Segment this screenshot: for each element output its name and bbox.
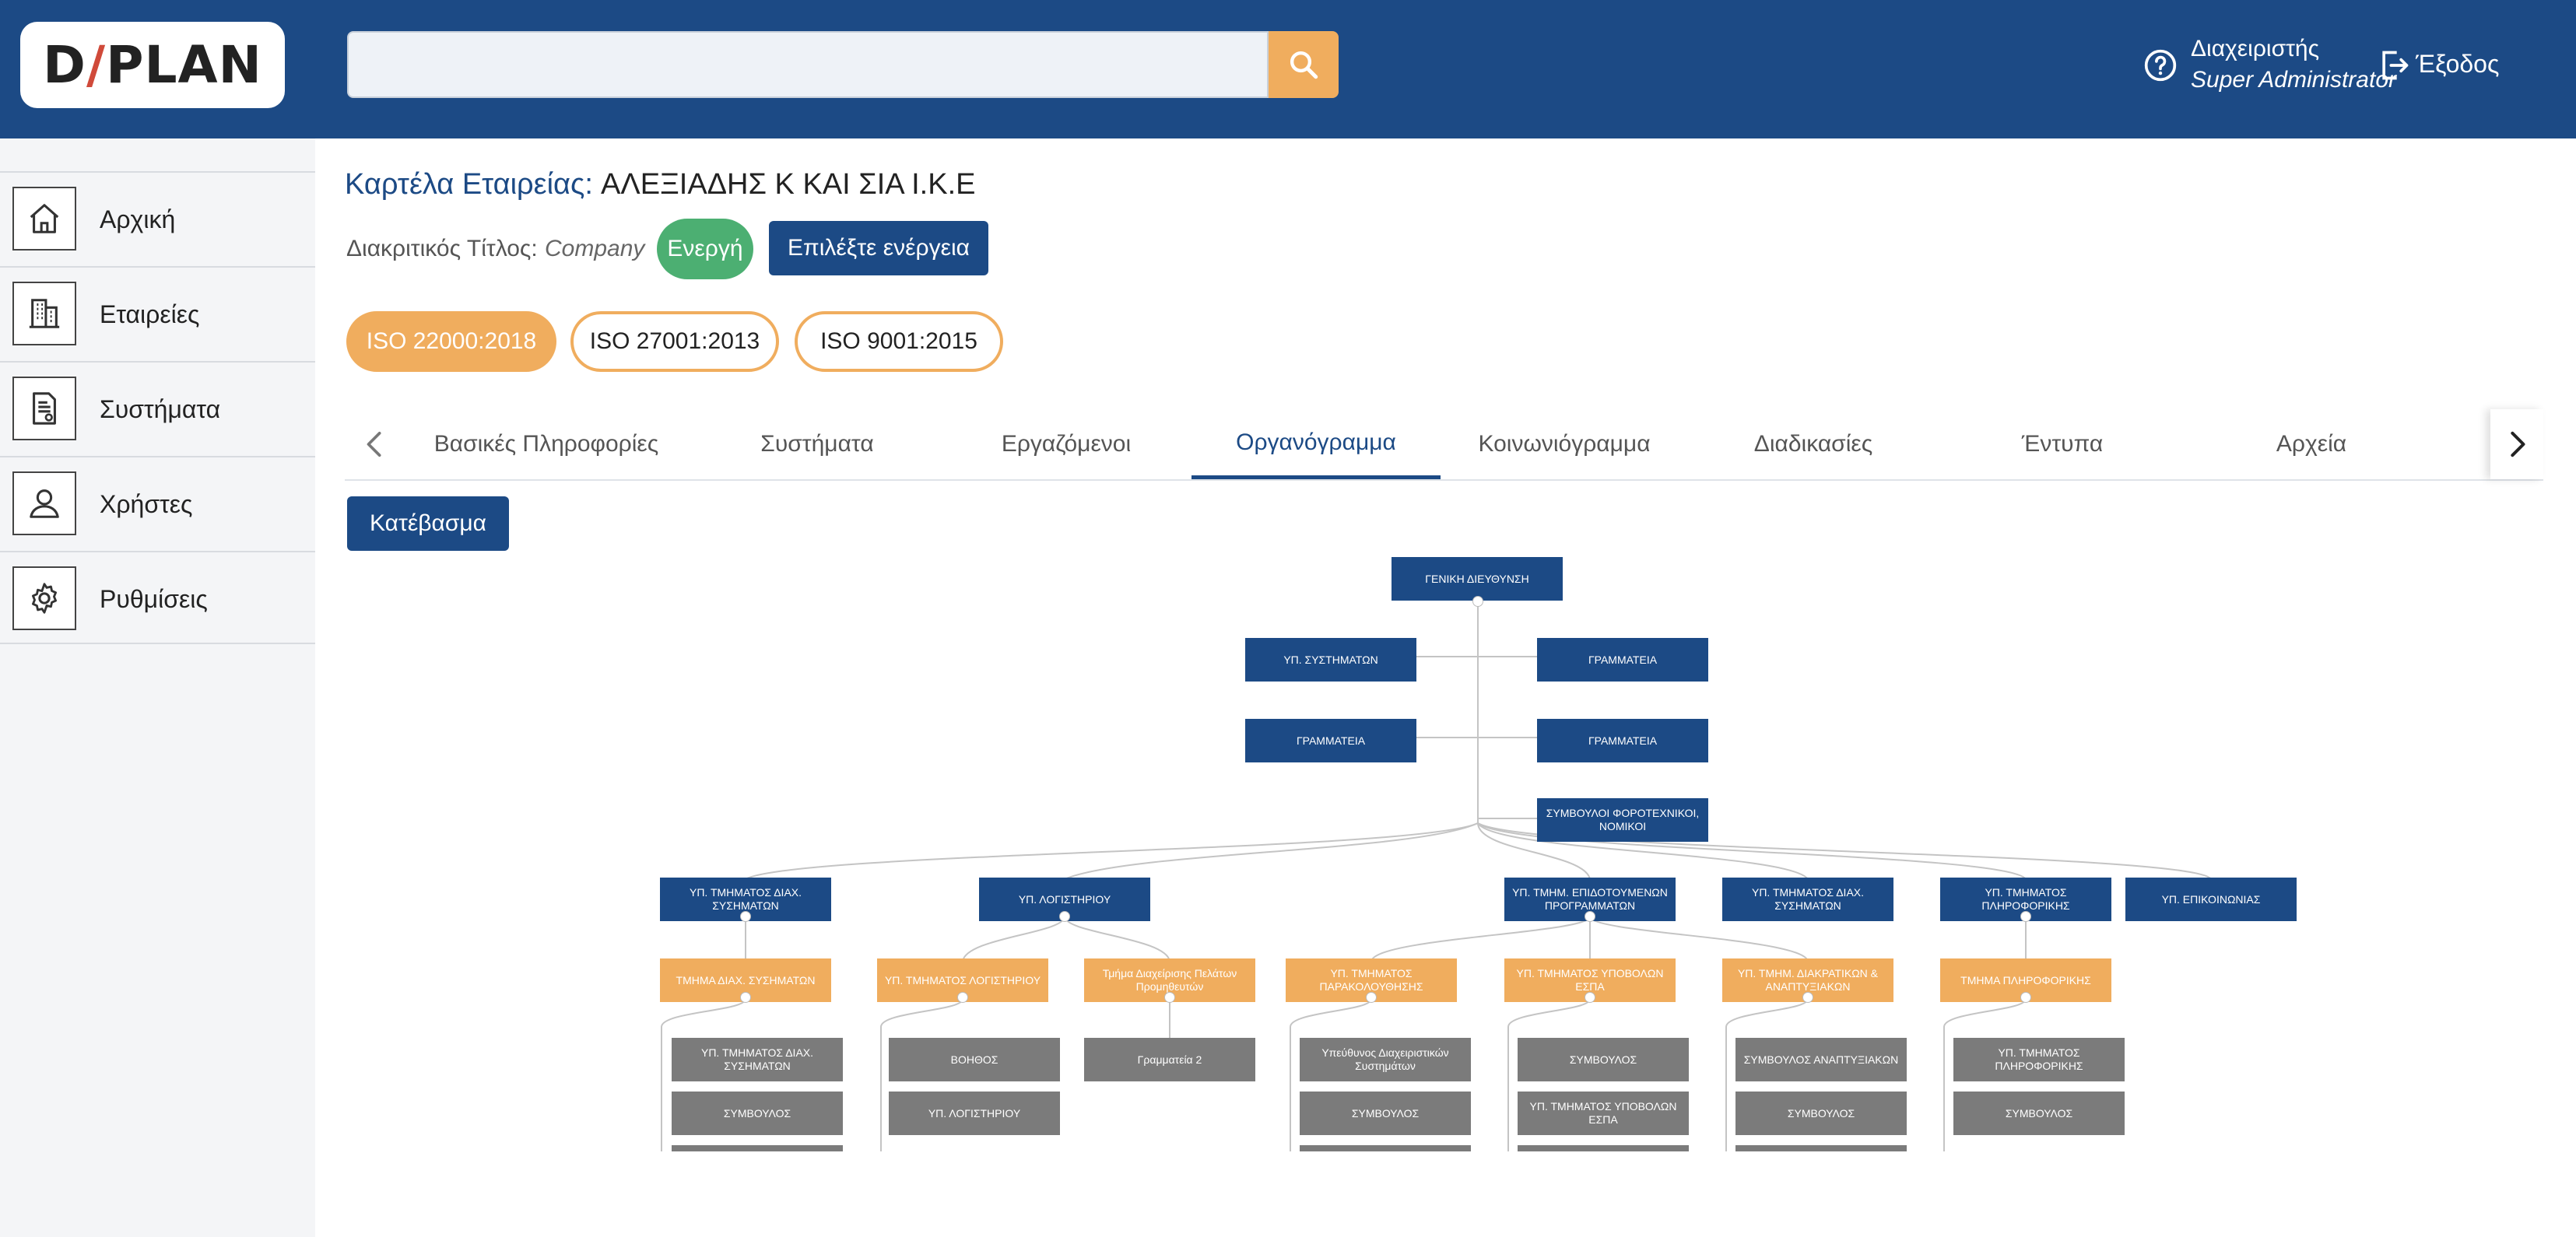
distinctive-title-label: Διακριτικός Τίτλος: (346, 236, 538, 261)
logout-button[interactable]: Έξοδος (2416, 50, 2500, 78)
tab-procedures[interactable]: Διαδικασίες (1753, 431, 1873, 457)
org-node-toggle[interactable] (957, 992, 968, 1003)
logo[interactable]: D/PLAN (20, 22, 285, 108)
sidebar-item-label: Αρχική (100, 205, 176, 233)
sidebar-item-systems[interactable]: Συστήματα (0, 361, 315, 454)
org-node-toggle[interactable] (1164, 992, 1175, 1003)
org-chart[interactable]: ΓΕΝΙΚΗ ΔΙΕΥΘΥΝΣΗ ΥΠ. ΣΥΣΤΗΜΑΤΩΝ ΓΡΑΜΜΑΤΕ… (638, 545, 2319, 1151)
building-icon (12, 282, 76, 345)
org-node[interactable]: ΣΥΜΒΟΥΛΟΣ (1735, 1092, 1907, 1135)
org-node-toggle[interactable] (2020, 911, 2031, 922)
org-node-partial[interactable] (1300, 1145, 1471, 1151)
org-node[interactable]: ΓΕΝΙΚΗ ΔΙΕΥΘΥΝΣΗ (1392, 557, 1563, 601)
sidebar-item-label: Χρήστες (100, 490, 193, 518)
org-node[interactable]: ΣΥΜΒΟΥΛΟΣ ΑΝΑΠΤΥΞΙΑΚΩΝ (1735, 1038, 1907, 1081)
search-input[interactable] (347, 31, 1269, 98)
search-icon (1290, 51, 1318, 79)
org-node[interactable]: ΒΟΗΘΟΣ (889, 1038, 1060, 1081)
search-button[interactable] (1269, 31, 1339, 98)
org-node-partial[interactable] (672, 1145, 843, 1151)
company-label: Καρτέλα Εταιρείας: (345, 168, 593, 201)
org-node[interactable]: ΥΠ. ΤΜΗΜΑΤΟΣ ΔΙΑΧ. ΣΥΣΗΜΑΤΩΝ (672, 1038, 843, 1081)
sidebar-item-label: Εταιρείες (100, 300, 200, 328)
tab-bar (345, 409, 2543, 481)
logo-slash: / (86, 35, 107, 95)
org-node-toggle[interactable] (1585, 911, 1595, 922)
top-header: D/PLAN Διαχειριστής Super Administrator … (0, 0, 2576, 138)
tab-sociogram[interactable]: Κοινωνιόγραμμα (1478, 431, 1651, 457)
download-button[interactable]: Κατέβασμα (347, 496, 509, 551)
user-icon (12, 471, 76, 535)
company-name: ΑΛΕΞΙΑΔΗΣ Κ ΚΑΙ ΣΙΑ Ι.Κ.Ε (601, 168, 976, 201)
logout-icon[interactable] (2377, 48, 2411, 82)
logo-text-b: PLAN (106, 35, 262, 95)
org-node[interactable]: ΥΠ. ΤΜΗΜΑΤΟΣ ΔΙΑΧ. ΣΥΣΗΜΑΤΩΝ (1722, 878, 1893, 921)
org-node-toggle[interactable] (740, 992, 751, 1003)
tab-files[interactable]: Αρχεία (2276, 431, 2347, 457)
select-action-button[interactable]: Επιλέξτε ενέργεια (769, 221, 988, 275)
tab-forms[interactable]: Έντυπα (2021, 431, 2104, 457)
org-node[interactable]: ΓΡΑΜΜΑΤΕΙΑ (1537, 638, 1708, 682)
iso-badge-27001[interactable]: ISO 27001:2013 (570, 311, 779, 372)
tab-orgchart[interactable]: Οργανόγραμμα (1191, 409, 1441, 479)
sidebar-item-companies[interactable]: Εταιρείες (0, 266, 315, 359)
org-node-toggle[interactable] (740, 911, 751, 922)
org-node-toggle[interactable] (1366, 992, 1377, 1003)
org-node-partial[interactable] (1518, 1145, 1689, 1151)
org-node[interactable]: ΥΠ. ΤΜΗΜΑΤΟΣ ΠΛΗΡΟΦΟΡΙΚΗΣ (1953, 1038, 2125, 1081)
sidebar-item-settings[interactable]: Ρυθμίσεις (0, 551, 315, 644)
chevron-right-icon (2511, 431, 2525, 457)
org-node[interactable]: ΥΠ. ΤΜΗΜΑΤΟΣ ΥΠΟΒΟΛΩΝ ΕΣΠΑ (1518, 1092, 1689, 1135)
sidebar-item-label: Ρυθμίσεις (100, 585, 208, 613)
org-node[interactable]: ΓΡΑΜΜΑΤΕΙΑ (1245, 719, 1416, 762)
org-node-partial[interactable] (1735, 1145, 1907, 1151)
gear-icon (12, 566, 76, 630)
org-node-toggle[interactable] (1059, 911, 1070, 922)
org-node[interactable]: ΣΥΜΒΟΥΛΟΣ (1518, 1038, 1689, 1081)
status-badge: Ενεργή (657, 219, 753, 279)
home-icon (12, 187, 76, 251)
help-icon[interactable] (2143, 48, 2178, 82)
org-node[interactable]: ΥΠ. ΛΟΓΙΣΤΗΡΙΟΥ (979, 878, 1150, 921)
tab-next-button[interactable] (2490, 409, 2543, 479)
org-node[interactable]: ΣΥΜΒΟΥΛΟΣ (1300, 1092, 1471, 1135)
tab-systems[interactable]: Συστήματα (760, 431, 874, 457)
org-node-toggle[interactable] (1585, 992, 1595, 1003)
tab-basic-info[interactable]: Βασικές Πληροφορίες (433, 431, 659, 457)
user-name: Super Administrator (2191, 67, 2396, 93)
org-node-toggle[interactable] (1802, 992, 1813, 1003)
org-chart-connectors (661, 602, 2212, 1151)
org-node[interactable]: Γραμματεία 2 (1084, 1038, 1255, 1081)
org-node[interactable]: ΥΠ. ΕΠΙΚΟΙΝΩΝΙΑΣ (2125, 878, 2297, 921)
org-node-toggle[interactable] (1472, 596, 1483, 607)
org-node[interactable]: ΣΥΜΒΟΥΛΟΣ (672, 1092, 843, 1135)
user-role: Διαχειριστής (2191, 36, 2320, 61)
org-node[interactable]: ΓΡΑΜΜΑΤΕΙΑ (1537, 719, 1708, 762)
sidebar: Αρχική Εταιρείες Συστήματα Χρήστες Ρυθμί… (0, 138, 315, 1237)
org-node-toggle[interactable] (2020, 992, 2031, 1003)
org-node[interactable]: ΥΠ. ΛΟΓΙΣΤΗΡΙΟΥ (889, 1092, 1060, 1135)
distinctive-title-value: Company (545, 236, 645, 261)
iso-badge-22000[interactable]: ISO 22000:2018 (346, 311, 556, 372)
org-node[interactable]: ΥΠ. ΤΜΗΜΑΤΟΣ ΠΛΗΡΟΦΟΡΙΚΗΣ (1940, 878, 2111, 921)
org-node[interactable]: ΣΥΜΒΟΥΛΟΙ ΦΟΡΟΤΕΧΝΙΚΟΙ, ΝΟΜΙΚΟΙ (1537, 798, 1708, 842)
org-node[interactable]: Υπεύθυνος Διαχειριστικών Συστημάτων (1300, 1038, 1471, 1081)
document-icon (12, 377, 76, 440)
iso-badge-9001[interactable]: ISO 9001:2015 (795, 311, 1003, 372)
org-node[interactable]: ΣΥΜΒΟΥΛΟΣ (1953, 1092, 2125, 1135)
tab-employees[interactable]: Εργαζόμενοι (1001, 431, 1132, 457)
sidebar-item-home[interactable]: Αρχική (0, 171, 315, 265)
sidebar-item-label: Συστήματα (100, 395, 221, 423)
org-node[interactable]: ΥΠ. ΣΥΣΤΗΜΑΤΩΝ (1245, 638, 1416, 682)
logo-text-a: D (43, 35, 86, 95)
chevron-left-icon[interactable] (362, 426, 388, 462)
sidebar-item-users[interactable]: Χρήστες (0, 456, 315, 549)
